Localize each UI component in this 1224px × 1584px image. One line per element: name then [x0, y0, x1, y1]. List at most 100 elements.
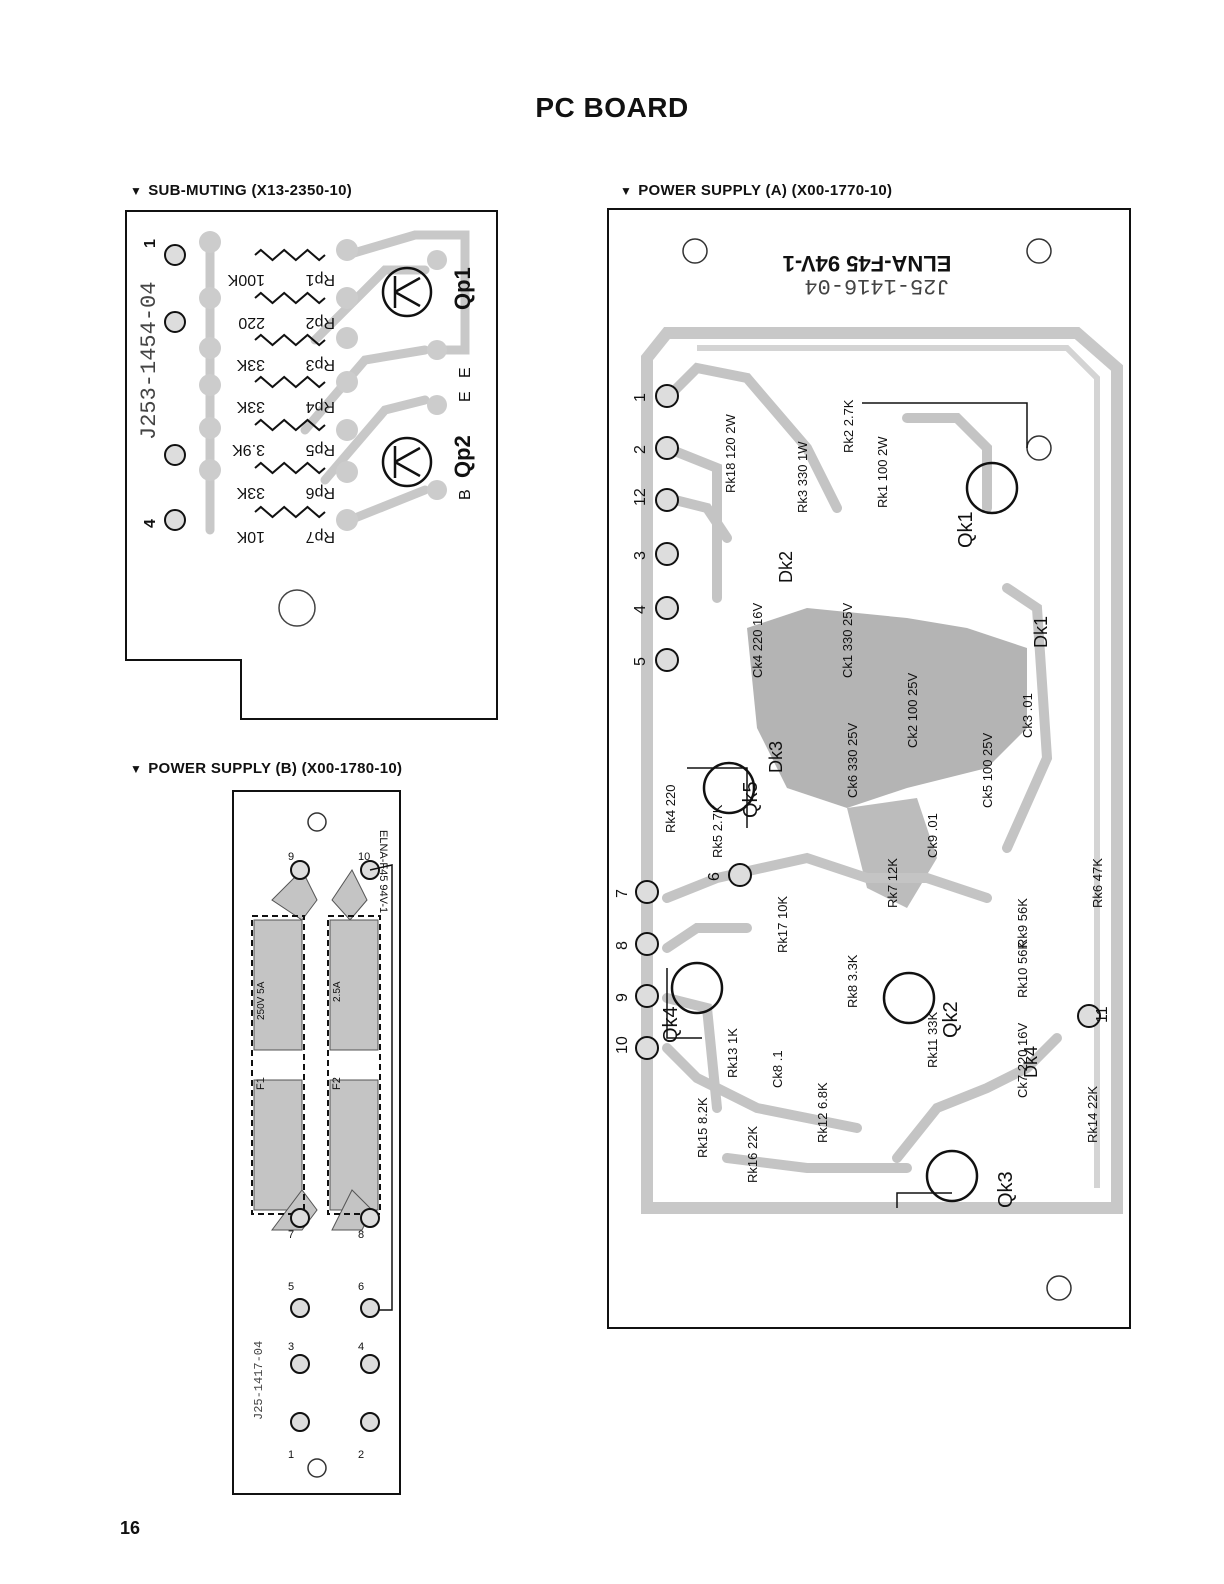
- resistor-label: Rk3 330 1W: [795, 441, 810, 513]
- resistor-value: 3.9K: [232, 441, 265, 458]
- diode-label: Dk2: [776, 551, 796, 583]
- resistor-label: Rk5 2.7K: [710, 804, 725, 858]
- resistor-value: 100K: [227, 271, 265, 288]
- pin-label: 5: [288, 1281, 294, 1293]
- pin-label: 9: [288, 851, 294, 863]
- sub-muting-heading: ▼SUB-MUTING (X13-2350-10): [130, 182, 353, 199]
- resistor-label: Rk6 47K: [1090, 858, 1105, 908]
- page-number: 16: [120, 1518, 141, 1538]
- resistor-label: Rk11 33K: [925, 1012, 940, 1068]
- transistor-label: Qk5: [740, 781, 762, 818]
- resistor-ref: Rp6: [306, 484, 335, 501]
- resistor-ref: Rp1: [306, 271, 335, 288]
- transistor-label: Qk1: [955, 511, 977, 548]
- resistor-ref: Rp3: [306, 356, 335, 373]
- resistor-label: Rk9 56K: [1015, 898, 1030, 948]
- transistor-label: Qk3: [995, 1171, 1017, 1208]
- resistor-label: Rk10 56K: [1015, 941, 1030, 998]
- capacitor-label: Ck4 220 16V: [750, 603, 765, 678]
- pin-label: 7: [288, 1229, 294, 1241]
- mounting-hole: [278, 589, 316, 627]
- pin-label: 6: [706, 872, 723, 881]
- pin-label: 4: [142, 519, 159, 528]
- resistor-value: 33K: [236, 356, 265, 373]
- power-supply-a-heading: ▼POWER SUPPLY (A) (X00-1770-10): [620, 182, 893, 199]
- resistor-ref: Rp2: [306, 314, 335, 331]
- resistor-symbol: [254, 461, 326, 475]
- diode-label: Dk3: [766, 741, 786, 773]
- fuse-ref: F2: [331, 1077, 343, 1090]
- fuse-rating: 250V 5A: [256, 981, 267, 1020]
- pin-label: 3: [288, 1341, 294, 1353]
- resistor-value: 33K: [236, 398, 265, 415]
- pin-label: 1: [142, 239, 159, 248]
- capacitor-label: Ck2 100 25V: [905, 673, 920, 748]
- pin-label: 7: [614, 889, 631, 898]
- fuse-ref: F1: [255, 1077, 267, 1090]
- pin-label: 1: [632, 393, 649, 402]
- mounting-hole: [1026, 238, 1052, 264]
- part-number: J25-1417-04: [252, 1341, 266, 1420]
- resistor-ref: Rp5: [306, 441, 335, 458]
- page-title: PC BOARD: [535, 92, 689, 123]
- resistor-symbol: [254, 333, 326, 347]
- capacitor-label: Ck6 330 25V: [845, 723, 860, 798]
- pin-label: 4: [358, 1341, 364, 1353]
- board-marking: ELNA-F45 94V-1: [377, 830, 389, 913]
- resistor-value: 10K: [236, 528, 265, 545]
- pin-label: 4: [632, 605, 649, 614]
- power-supply-a-board-drawing: ELNA-F45 94V-1 J25-1416-04 1212345678910…: [607, 208, 1131, 1329]
- transistor-label: Qk2: [940, 1001, 962, 1038]
- mounting-hole: [1046, 1275, 1072, 1301]
- capacitor-label: Ck7 220 16V: [1015, 1023, 1030, 1098]
- resistor-label: Rk2 2.7K: [841, 399, 856, 453]
- pin-label: 12: [632, 488, 649, 506]
- power-supply-b-heading: ▼POWER SUPPLY (B) (X00-1780-10): [130, 760, 403, 777]
- mounting-hole: [682, 238, 708, 264]
- capacitor-label: Ck5 100 25V: [980, 733, 995, 808]
- triangle-icon: ▼: [130, 184, 143, 198]
- pin-label: 8: [614, 941, 631, 950]
- pin-label: 1: [288, 1449, 294, 1461]
- resistor-value: 33K: [236, 484, 265, 501]
- terminal-label: E: [457, 367, 474, 378]
- pin-label: 6: [358, 1281, 364, 1293]
- power-supply-b-board: ELNA-F45 94V-1 250V 5A 2.5A F1 F2 J25-14…: [232, 790, 401, 1495]
- triangle-icon: ▼: [620, 184, 633, 198]
- part-number: J253-1454-04: [137, 282, 162, 440]
- resistor-ref: Rp7: [306, 528, 335, 545]
- capacitor-label: Ck9 .01: [925, 813, 940, 858]
- pin-label: 8: [358, 1229, 364, 1241]
- pin-label: 2: [632, 445, 649, 454]
- resistor-label: Rk8 3.3K: [845, 954, 860, 1008]
- part-number: J25-1416-04: [804, 273, 949, 298]
- pin-label: 2: [358, 1449, 364, 1461]
- resistor-symbol: [254, 505, 326, 519]
- resistor-label: Rk12 6.8K: [815, 1082, 830, 1143]
- resistor-label: Rk1 100 2W: [875, 436, 890, 508]
- resistor-label: Rk17 10K: [775, 896, 790, 953]
- board-marking: ELNA-F45 94V-1: [783, 251, 952, 276]
- pin-label: 3: [632, 551, 649, 560]
- fuse-rating: 2.5A: [332, 981, 343, 1002]
- resistor-symbol: [254, 375, 326, 389]
- resistor-label: Rk16 22K: [745, 1126, 760, 1183]
- terminal-label: E: [457, 391, 474, 402]
- transistor-label: Qp2: [450, 435, 475, 478]
- diode-label: Dk1: [1031, 616, 1051, 648]
- triangle-icon: ▼: [130, 762, 143, 776]
- capacitor-label: Ck3 .01: [1020, 693, 1035, 738]
- pin-label: 10: [358, 851, 370, 863]
- pin-labels: 1 2 3 4 5 6 7 8 9 10: [288, 851, 370, 1461]
- resistor-label: Rk7 12K: [885, 858, 900, 908]
- pin-label: 10: [614, 1036, 631, 1054]
- diode-label: Dk4: [1021, 1046, 1041, 1078]
- pin-label: 5: [632, 657, 649, 666]
- resistor-label: Rk4 220: [663, 785, 678, 833]
- resistor-symbol: [254, 418, 326, 432]
- resistor-symbol: [254, 291, 326, 305]
